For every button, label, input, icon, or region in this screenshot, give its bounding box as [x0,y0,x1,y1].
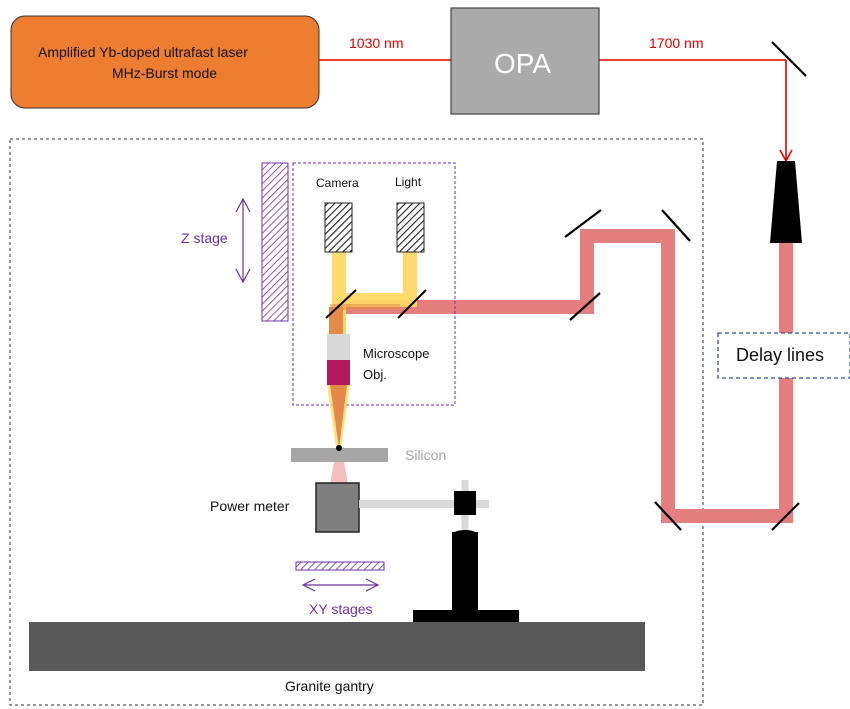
opa-box [450,7,600,115]
microscope-label-line2: Obj. [363,367,387,382]
granite-gantry [29,622,645,671]
beamsplitter-1 [325,289,357,319]
post-clamp [454,491,476,515]
post-stand-cap [452,530,478,540]
z-stage-label: Z stage [181,230,228,246]
z-stage-bar [261,162,289,322]
wavelength-1030: 1030 nm [349,35,404,51]
light-label: Light [395,175,422,189]
microscope-frame [292,162,456,406]
power-meter-label: Power meter [210,498,290,514]
post-stand [452,532,478,611]
z-arrow-head-down [235,268,251,284]
laser-label-line1: Amplified Yb-doped ultrafast laser [38,44,248,60]
transmitted-beam [330,462,348,484]
mirror-2 [661,209,691,242]
light-box [396,202,425,253]
delay-lines-box [717,332,850,379]
silicon-label: Silicon [405,447,447,463]
mirror-1 [564,209,602,238]
silicon-sample [291,448,388,462]
granite-gantry-label: Granite gantry [285,678,374,694]
microscope-label-line1: Microscope [363,346,430,361]
laser-label-line2: MHz-Burst mode [112,65,218,81]
wavelength-1700: 1700 nm [649,35,704,51]
xy-stage-bar [295,561,385,571]
mirror-3 [569,292,601,321]
xy-arrow-head-left [301,578,316,592]
focus-spot [336,445,342,451]
focus-cone [330,385,347,448]
focusing-lens [770,161,802,243]
laser-source-box [10,15,320,109]
power-meter-arm [359,500,489,508]
z-arrow-head-up [235,197,251,213]
illumination-path [332,252,417,307]
objective-tip [327,360,350,385]
power-meter-box [315,482,360,533]
opa-label: OPA [494,48,552,79]
post-base [413,610,519,622]
enclosure-dashed [9,138,704,706]
camera-label: Camera [316,176,359,190]
mirror-5 [771,502,800,531]
mirror-top-right [771,41,807,77]
camera-box [324,202,353,253]
xy-stages-label: XY stages [309,601,373,617]
beamsplitter-2 [397,289,427,319]
xy-arrow-head-right [365,578,380,592]
objective-body [327,334,350,360]
delay-lines-label: Delay lines [736,345,825,365]
mirror-4 [654,501,682,531]
